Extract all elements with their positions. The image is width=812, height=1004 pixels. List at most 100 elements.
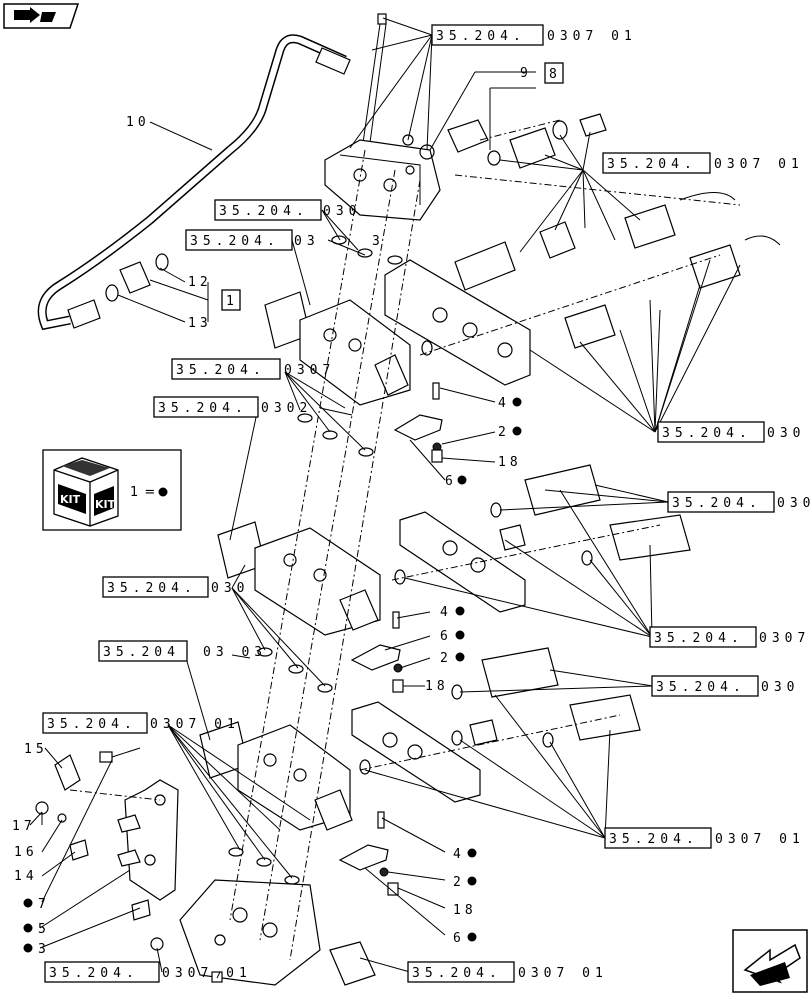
inlet-cover xyxy=(324,139,441,221)
outlet-cover xyxy=(150,879,376,986)
ref-4-tail: 0307 xyxy=(284,363,335,378)
callout-2-b: 2 xyxy=(440,651,452,666)
kit-box-word-2: KIT xyxy=(95,498,116,511)
ref-8-box: 35.204. xyxy=(107,581,197,596)
lever-group-1 xyxy=(393,382,443,463)
ref-8[interactable]: 35.204. 030 xyxy=(102,576,249,598)
parts-drawing xyxy=(29,13,781,986)
ref-9-tail: 0307 xyxy=(759,631,810,646)
ref-4[interactable]: 35.204. 0307 xyxy=(171,358,335,380)
callout-8-box: 8 xyxy=(544,62,564,84)
ref-11-tail: 030 xyxy=(761,680,799,695)
kit-bullet-icon xyxy=(512,397,522,407)
kit-box-word-1: KIT xyxy=(60,493,81,506)
callouts: 10 9 8 12 1 13 3 4 2 18 6 4 6 2 18 4 2 1… xyxy=(12,62,564,957)
ref-7[interactable]: 35.204. 030 xyxy=(667,491,812,513)
ref-6-tail: 030 xyxy=(767,426,805,441)
kit-bullet-icon xyxy=(467,848,477,858)
kit-bullet-icon xyxy=(455,630,465,640)
ref-15[interactable]: 35.204. 0307 01 xyxy=(407,961,608,983)
kit-bullet-icon xyxy=(23,923,33,933)
ref-5-tail: 0302 xyxy=(261,401,312,416)
callout-5: 5 xyxy=(38,922,50,937)
fitting-12-13 xyxy=(105,253,169,302)
tie-rod-top xyxy=(361,13,387,151)
middle-rail xyxy=(394,464,691,613)
ref-2[interactable]: 35.204. 030 xyxy=(214,199,361,221)
book-arrow-icon[interactable] xyxy=(3,3,80,29)
ref-15-tail: 0307 01 xyxy=(518,966,608,981)
callout-13-tail: 3 xyxy=(372,234,384,249)
leader-lines xyxy=(29,17,741,979)
callout-18-b: 18 xyxy=(425,679,449,694)
kit-bullet-icon xyxy=(512,426,522,436)
ref-11-box: 35.204. xyxy=(656,680,746,695)
upper-rail xyxy=(384,259,531,386)
lever-group-3 xyxy=(338,811,399,896)
ref-13-box: 35.204. xyxy=(609,832,699,847)
callout-9: 9 xyxy=(520,66,532,81)
callout-7: 7 xyxy=(38,897,50,912)
ref-13[interactable]: 35.204. 0307 01 xyxy=(604,827,805,849)
callout-6-c: 6 xyxy=(453,931,465,946)
ref-14-box: 35.204. xyxy=(49,966,139,981)
ref-0-tail: 0307 01 xyxy=(547,29,637,44)
ref-4-box: 35.204. xyxy=(176,363,266,378)
kit-bullet-icon xyxy=(457,475,467,485)
callout-2-a: 2 xyxy=(498,425,510,440)
kit-bullet-icon xyxy=(467,932,477,942)
ref-1-box: 35.204. xyxy=(607,157,697,172)
ref-0[interactable]: 35.204. 0307 01 xyxy=(431,24,637,46)
callout-4-c: 4 xyxy=(453,847,465,862)
ref-1-tail: 0307 01 xyxy=(714,157,804,172)
callout-18-a: 18 xyxy=(498,455,522,470)
kit-box-icon: KIT KIT xyxy=(53,457,119,527)
ref-10-tail: 03 03 xyxy=(203,645,267,660)
ref-3[interactable]: 35.204. 03 xyxy=(185,229,320,251)
callout-18-c: 18 xyxy=(453,903,477,918)
callout-3: 3 xyxy=(38,942,50,957)
bracket-group xyxy=(35,747,179,921)
spools-upper-rail xyxy=(454,192,781,349)
lever-group-2 xyxy=(350,611,404,693)
callout-12: 12 xyxy=(188,275,212,290)
callout-14: 14 xyxy=(14,869,38,884)
callout-17: 17 xyxy=(12,819,36,834)
kit-legend: KIT KIT 1 = xyxy=(42,449,182,531)
section-2 xyxy=(217,521,381,636)
ref-14-tail: 0307 01 xyxy=(162,966,252,981)
ref-5[interactable]: 35.204. 0302 xyxy=(153,396,312,418)
ref-3-box: 35.204. xyxy=(190,234,280,249)
kit-bullet-icon xyxy=(455,652,465,662)
ref-6[interactable]: 35.204. 030 xyxy=(657,421,805,443)
kit-bullet-icon xyxy=(23,943,33,953)
ref-10-box: 35.204 xyxy=(103,645,180,660)
section-1 xyxy=(264,291,411,406)
callout-1-box: 1 xyxy=(221,289,241,311)
kit-bullet-icon xyxy=(23,898,33,908)
ref-0-box: 35.204. xyxy=(436,29,526,44)
callout-2-c: 2 xyxy=(453,875,465,890)
callout-6-b: 6 xyxy=(440,629,452,644)
callout-15: 15 xyxy=(24,742,48,757)
ref-12-tail: 0307 01 xyxy=(150,717,240,732)
kit-bullet-icon xyxy=(455,606,465,616)
tie-rod-centerlines xyxy=(69,119,741,961)
ref-14[interactable]: 35.204. 0307 01 xyxy=(44,961,252,983)
prev-arrow-icon[interactable] xyxy=(732,929,808,993)
ref-10[interactable]: 35.204 03 03 xyxy=(98,640,267,662)
ref-2-tail: 030 xyxy=(323,204,361,219)
ref-9[interactable]: 35.204. 0307 xyxy=(649,626,810,648)
ref-6-box: 35.204. xyxy=(662,426,752,441)
ref-1[interactable]: 35.204. 0307 01 xyxy=(602,152,804,174)
kit-bullet-icon xyxy=(467,876,477,886)
callout-16: 16 xyxy=(14,845,38,860)
ref-9-box: 35.204. xyxy=(654,631,744,646)
ref-12[interactable]: 35.204. 0307 01 xyxy=(42,712,240,734)
ref-2-box: 35.204. xyxy=(219,204,309,219)
pipe-10 xyxy=(37,34,351,331)
ref-11[interactable]: 35.204. 030 xyxy=(651,675,799,697)
section-3 xyxy=(199,721,353,831)
